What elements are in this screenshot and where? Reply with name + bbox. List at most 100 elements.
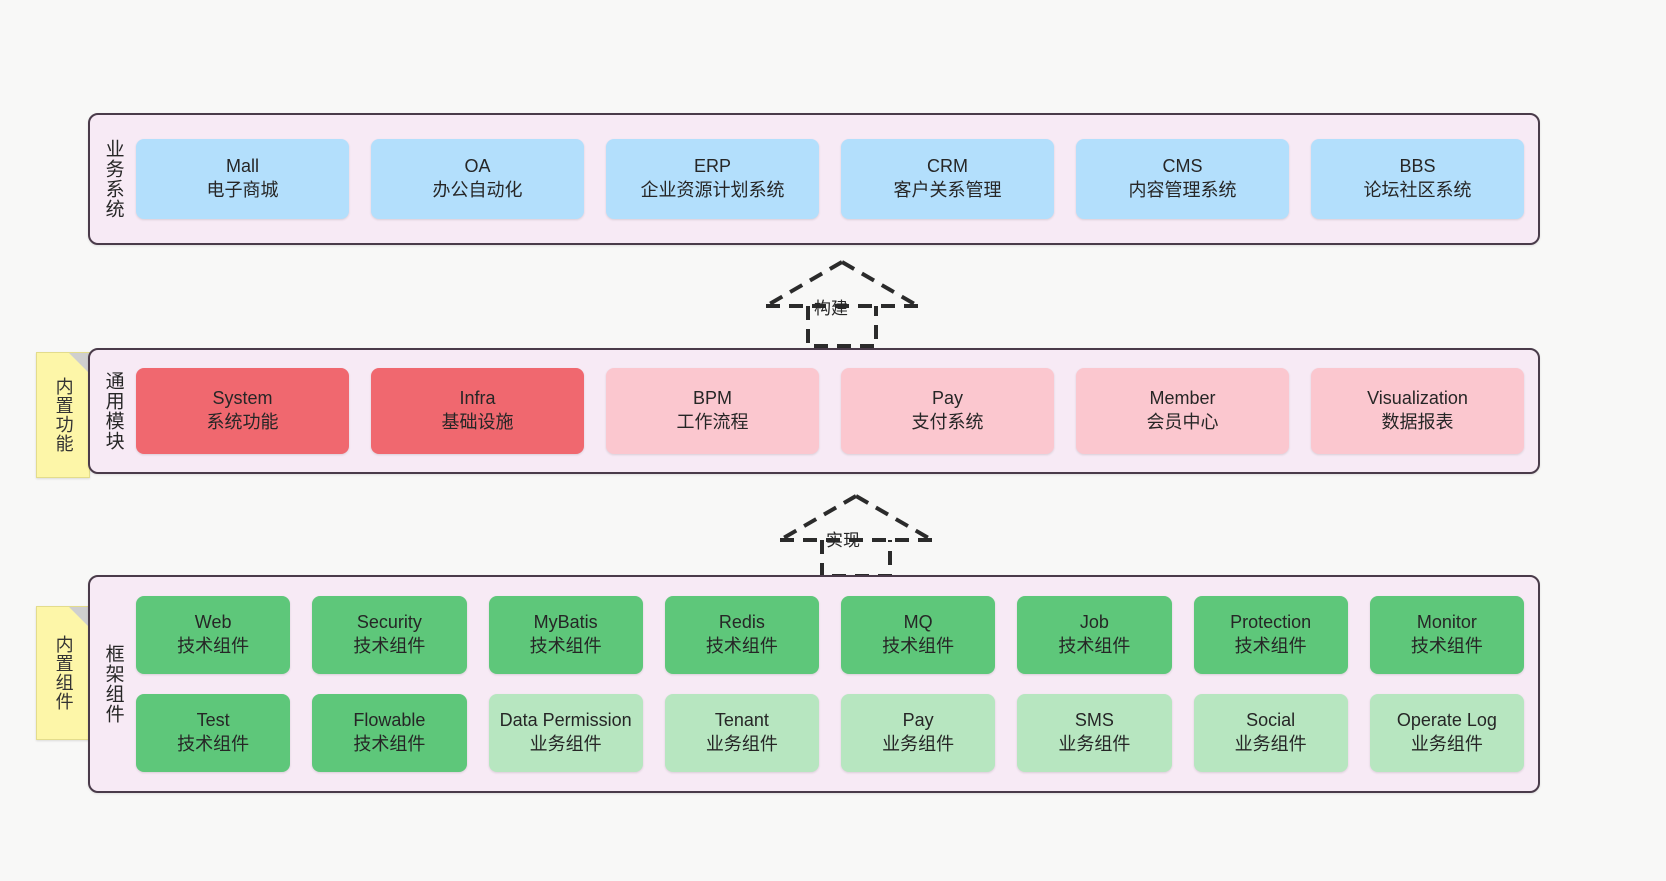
card-title-en: Visualization bbox=[1367, 388, 1468, 409]
card-title-en: Web bbox=[194, 612, 232, 633]
card-sms[interactable]: SMS 业务组件 bbox=[1017, 694, 1172, 772]
generalization-arrow-icon bbox=[764, 260, 920, 348]
card-title-cn: 技术组件 bbox=[705, 636, 778, 656]
card-visualization[interactable]: Visualization 数据报表 bbox=[1311, 368, 1524, 454]
card-title-en: CRM bbox=[927, 156, 968, 177]
card-title-cn: 业务组件 bbox=[529, 734, 602, 754]
card-erp[interactable]: ERP 企业资源计划系统 bbox=[606, 139, 819, 219]
card-title-cn: 支付系统 bbox=[911, 412, 984, 432]
card-title-en: System bbox=[212, 388, 273, 409]
card-social[interactable]: Social 业务组件 bbox=[1193, 694, 1348, 772]
card-title-en: MyBatis bbox=[533, 612, 598, 633]
connector-label-build: 构建 bbox=[814, 299, 848, 318]
connector-build: 构建 bbox=[752, 256, 932, 348]
card-title-en: Flowable bbox=[353, 710, 426, 731]
layer-body-business-system: Mall 电子商城 OA 办公自动化 ERP 企业资源计划系统 CRM 客户关系… bbox=[136, 115, 1538, 243]
note-builtin-component: 内置组件 bbox=[36, 606, 90, 740]
card-title-cn: 企业资源计划系统 bbox=[640, 180, 785, 200]
card-oa[interactable]: OA 办公自动化 bbox=[371, 139, 584, 219]
card-title-en: Pay bbox=[902, 710, 934, 731]
card-title-cn: 技术组件 bbox=[1410, 636, 1483, 656]
layer-body-framework-components: Web 技术组件 Security 技术组件 MyBatis 技术组件 Redi… bbox=[136, 577, 1538, 791]
card-monitor[interactable]: Monitor 技术组件 bbox=[1369, 596, 1524, 674]
card-title-en: Operate Log bbox=[1396, 710, 1497, 731]
card-title-cn: 技术组件 bbox=[529, 636, 602, 656]
layer-framework-components: 框架组件 Web 技术组件 Security 技术组件 MyBatis 技术组件… bbox=[88, 575, 1540, 793]
card-title-cn: 技术组件 bbox=[1234, 636, 1307, 656]
card-infra[interactable]: Infra 基础设施 bbox=[371, 368, 584, 454]
card-system[interactable]: System 系统功能 bbox=[136, 368, 349, 454]
card-title-cn: 电子商城 bbox=[206, 180, 279, 200]
note-label: 内置组件 bbox=[53, 635, 74, 711]
card-bbs[interactable]: BBS 论坛社区系统 bbox=[1311, 139, 1524, 219]
card-pay-module[interactable]: Pay 支付系统 bbox=[841, 368, 1054, 454]
card-title-cn: 业务组件 bbox=[1234, 734, 1307, 754]
card-title-cn: 技术组件 bbox=[177, 734, 250, 754]
card-title-cn: 业务组件 bbox=[882, 734, 955, 754]
card-title-en: BBS bbox=[1399, 156, 1436, 177]
card-test[interactable]: Test 技术组件 bbox=[136, 694, 291, 772]
card-title-en: MQ bbox=[903, 612, 933, 633]
card-title-en: Redis bbox=[718, 612, 765, 633]
card-title-en: Test bbox=[196, 710, 230, 731]
card-flowable[interactable]: Flowable 技术组件 bbox=[312, 694, 467, 772]
generalization-arrow-icon bbox=[778, 494, 934, 578]
card-web[interactable]: Web 技术组件 bbox=[136, 596, 291, 674]
card-title-cn: 技术组件 bbox=[1058, 636, 1131, 656]
card-mq[interactable]: MQ 技术组件 bbox=[841, 596, 996, 674]
connector-implement: 实现 bbox=[766, 490, 946, 578]
card-title-en: OA bbox=[464, 156, 491, 177]
card-crm[interactable]: CRM 客户关系管理 bbox=[841, 139, 1054, 219]
card-title-cn: 技术组件 bbox=[177, 636, 250, 656]
card-title-en: SMS bbox=[1074, 710, 1114, 731]
card-mall[interactable]: Mall 电子商城 bbox=[136, 139, 349, 219]
card-title-cn: 客户关系管理 bbox=[893, 180, 1002, 200]
card-title-cn: 技术组件 bbox=[882, 636, 955, 656]
card-title-cn: 内容管理系统 bbox=[1128, 180, 1237, 200]
card-member[interactable]: Member 会员中心 bbox=[1076, 368, 1289, 454]
card-title-en: Member bbox=[1149, 388, 1216, 409]
card-mybatis[interactable]: MyBatis 技术组件 bbox=[488, 596, 643, 674]
card-operate-log[interactable]: Operate Log 业务组件 bbox=[1369, 694, 1524, 772]
card-pay-component[interactable]: Pay 业务组件 bbox=[841, 694, 996, 772]
card-title-en: Pay bbox=[931, 388, 964, 409]
layer-title-business-system: 业务系统 bbox=[102, 139, 124, 219]
card-row: Mall 电子商城 OA 办公自动化 ERP 企业资源计划系统 CRM 客户关系… bbox=[136, 139, 1524, 219]
card-tenant[interactable]: Tenant 业务组件 bbox=[664, 694, 819, 772]
card-title-cn: 数据报表 bbox=[1381, 412, 1454, 432]
note-fold-corner-icon bbox=[69, 607, 89, 627]
card-job[interactable]: Job 技术组件 bbox=[1017, 596, 1172, 674]
layer-business-system: 业务系统 Mall 电子商城 OA 办公自动化 ERP 企业资源计划系统 CRM bbox=[88, 113, 1540, 245]
card-title-en: Data Permission bbox=[499, 710, 632, 731]
card-title-en: Infra bbox=[459, 388, 496, 409]
card-title-cn: 业务组件 bbox=[1058, 734, 1131, 754]
layer-title-framework-components: 框架组件 bbox=[102, 644, 124, 724]
card-security[interactable]: Security 技术组件 bbox=[312, 596, 467, 674]
card-row: System 系统功能 Infra 基础设施 BPM 工作流程 Pay 支付系统… bbox=[136, 368, 1524, 454]
card-title-cn: 基础设施 bbox=[441, 412, 514, 432]
card-cms[interactable]: CMS 内容管理系统 bbox=[1076, 139, 1289, 219]
card-title-en: Social bbox=[1246, 710, 1296, 731]
card-title-en: BPM bbox=[692, 388, 732, 409]
card-title-en: Security bbox=[356, 612, 422, 633]
layer-body-common-modules: System 系统功能 Infra 基础设施 BPM 工作流程 Pay 支付系统… bbox=[136, 350, 1538, 472]
card-row: Test 技术组件 Flowable 技术组件 Data Permission … bbox=[136, 694, 1524, 772]
card-title-en: CMS bbox=[1162, 156, 1203, 177]
layer-common-modules: 通用模块 System 系统功能 Infra 基础设施 BPM 工作流程 Pay bbox=[88, 348, 1540, 474]
connector-label-implement: 实现 bbox=[826, 531, 860, 550]
card-title-en: Job bbox=[1079, 612, 1109, 633]
card-redis[interactable]: Redis 技术组件 bbox=[664, 596, 819, 674]
card-protection[interactable]: Protection 技术组件 bbox=[1193, 596, 1348, 674]
card-title-cn: 系统功能 bbox=[206, 412, 279, 432]
card-title-cn: 办公自动化 bbox=[432, 180, 523, 200]
card-row: Web 技术组件 Security 技术组件 MyBatis 技术组件 Redi… bbox=[136, 596, 1524, 674]
card-title-cn: 会员中心 bbox=[1146, 412, 1219, 432]
layer-title-common-modules: 通用模块 bbox=[102, 371, 124, 451]
note-label: 内置功能 bbox=[53, 377, 74, 453]
card-data-permission[interactable]: Data Permission 业务组件 bbox=[488, 694, 643, 772]
card-bpm[interactable]: BPM 工作流程 bbox=[606, 368, 819, 454]
card-title-cn: 技术组件 bbox=[353, 734, 426, 754]
note-builtin-function: 内置功能 bbox=[36, 352, 90, 478]
card-title-en: Protection bbox=[1230, 612, 1312, 633]
